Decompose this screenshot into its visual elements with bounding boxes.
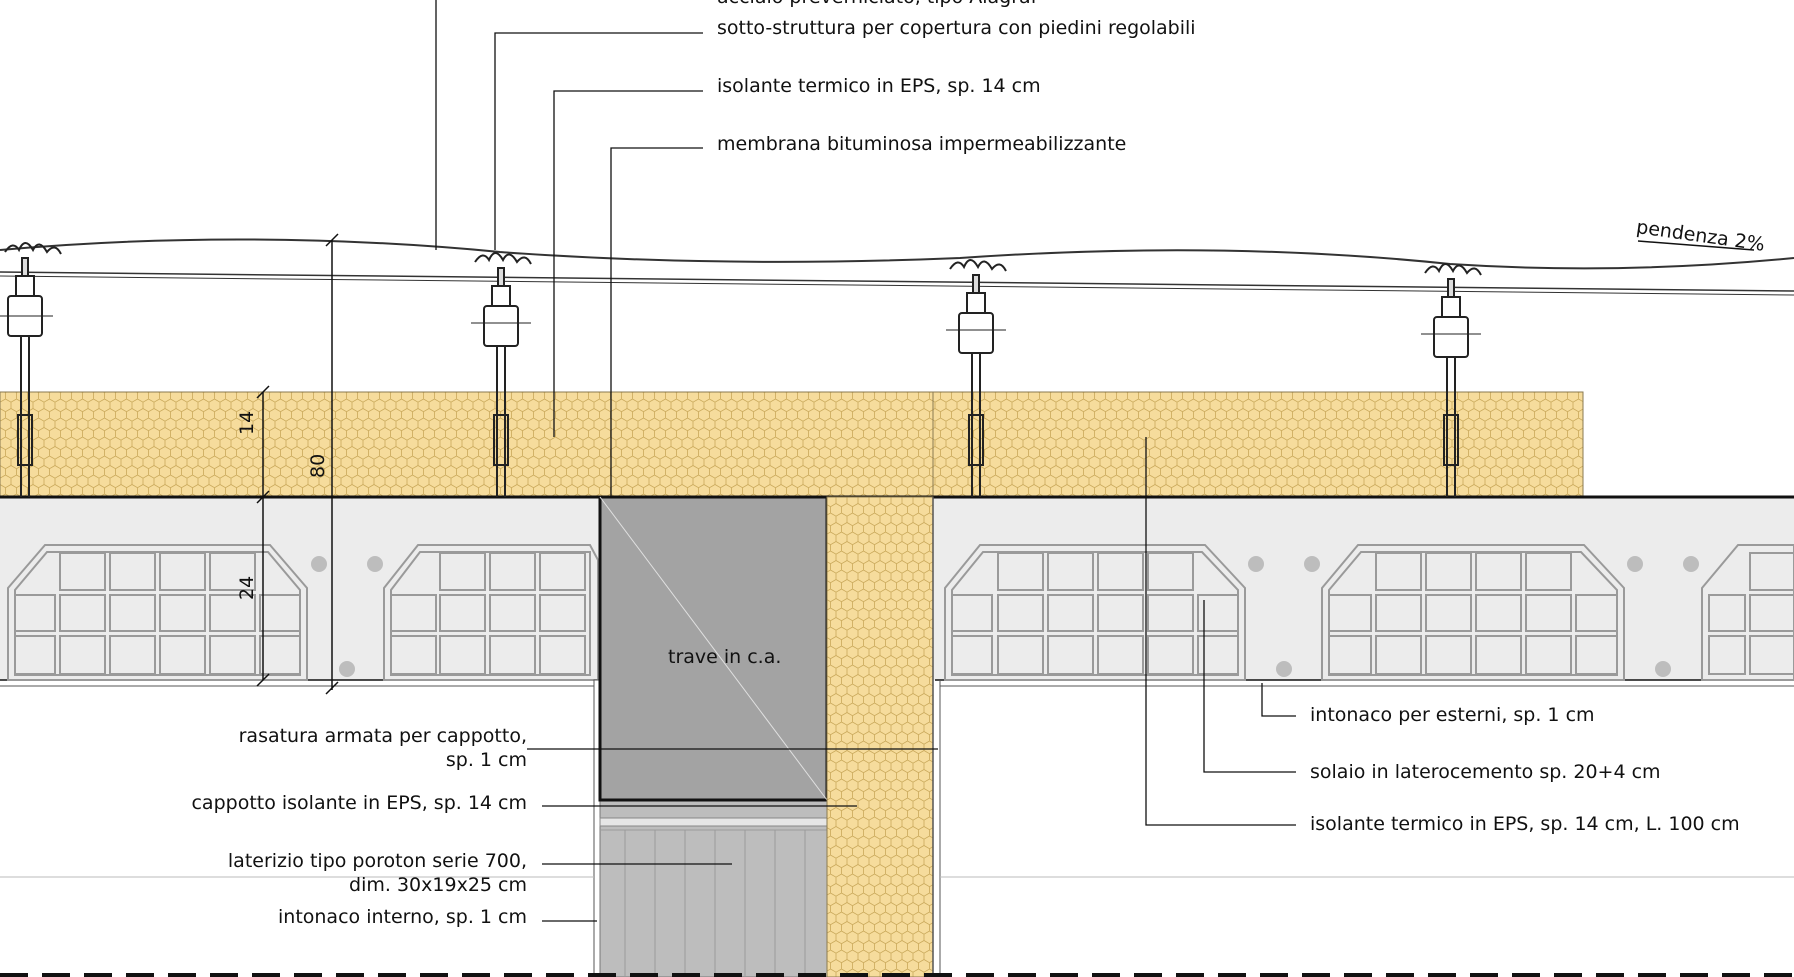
label-brick-2: dim. 30x19x25 cm: [349, 874, 527, 896]
label-beam: trave in c.a.: [668, 646, 782, 668]
label-brick-1: laterizio tipo poroton serie 700,: [227, 850, 527, 872]
wall-insulation-coat: [826, 496, 934, 977]
label-insulation-top: isolante termico in EPS, sp. 14 cm: [717, 75, 1041, 97]
label-slab: solaio in laterocemento sp. 20+4 cm: [1310, 761, 1661, 783]
label-membrane: membrana bituminosa impermeabilizzante: [717, 133, 1127, 155]
leader-lines: [435, 0, 1296, 922]
roof-sheet: [0, 238, 1794, 270]
label-insulation-long: isolante termico in EPS, sp. 14 cm, L. 1…: [1310, 813, 1740, 835]
roof-insulation-layer: [0, 391, 1584, 498]
label-slope: pendenza 2%: [1634, 216, 1767, 256]
label-coat: cappotto isolante in EPS, sp. 14 cm: [191, 792, 527, 814]
label-top-cut: acciaio preverniciato, tipo Alagraf: [717, 0, 1037, 9]
label-substructure: sotto-struttura per copertura con piedin…: [717, 17, 1196, 39]
label-reinforced-skim-1: rasatura armata per cappotto,: [238, 725, 527, 747]
rebars: [311, 556, 1699, 677]
dimension-24: 24: [236, 575, 258, 600]
roof-supports: [0, 242, 1482, 497]
label-reinforced-skim-2: sp. 1 cm: [445, 749, 527, 771]
dimension-80: 80: [307, 453, 329, 478]
label-plaster-int: intonaco interno, sp. 1 cm: [278, 906, 527, 928]
label-plaster-ext: intonaco per esterni, sp. 1 cm: [1310, 704, 1595, 726]
block-cells: [14, 552, 1794, 675]
dimension-14: 14: [236, 410, 258, 435]
dimension-lines: [256, 233, 339, 695]
